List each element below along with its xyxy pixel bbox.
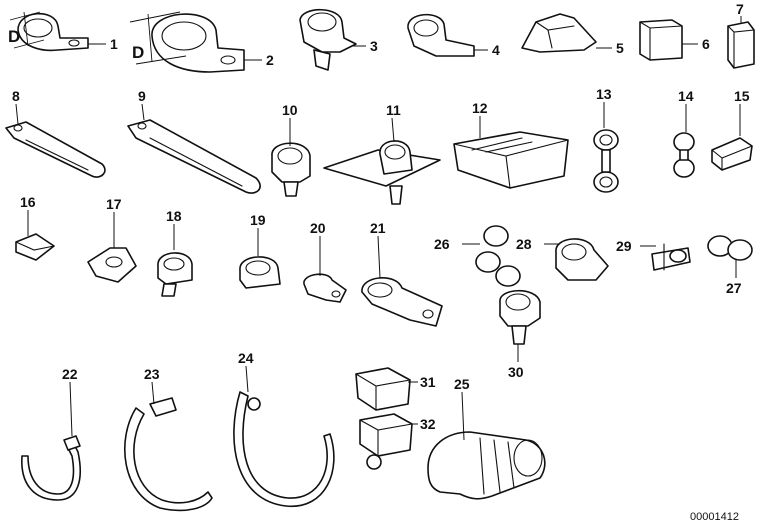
callout-31: 31 — [420, 374, 436, 390]
part-4-open-clamp — [407, 13, 488, 57]
part-14-double-ring-small — [673, 104, 695, 178]
callout-23: 23 — [144, 366, 160, 382]
callout-9: 9 — [138, 88, 146, 104]
callout-5: 5 — [616, 40, 624, 56]
part-6-box-clip — [639, 19, 698, 61]
part-1-p-clamp — [9, 11, 106, 52]
callout-20: 20 — [310, 220, 326, 236]
part-31-latch-clip — [355, 367, 418, 411]
part-16-flat-clip — [15, 210, 55, 261]
part-29-pin-clip — [640, 243, 691, 271]
callout-17: 17 — [106, 196, 122, 212]
callout-32: 32 — [420, 416, 436, 432]
part-28-block-clamp — [544, 238, 609, 281]
part-19-rounded-clip — [239, 228, 281, 289]
part-10-snap-clip — [271, 118, 311, 197]
part-20-p-clip-eye — [303, 236, 347, 303]
callout-22: 22 — [62, 366, 78, 382]
callout-28: 28 — [516, 236, 532, 252]
callout-3: 3 — [370, 38, 378, 54]
callout-25: 25 — [454, 376, 470, 392]
reference-code: 00001412 — [690, 511, 739, 523]
part-26-multi-ring — [462, 225, 521, 287]
part-17-bent-clip — [87, 212, 137, 283]
part-15-box-clip — [711, 104, 753, 171]
part-11-plate-clip — [323, 117, 441, 205]
part-9-long-strap — [127, 103, 261, 194]
part-7-tall-clip — [727, 16, 755, 69]
callout-30: 30 — [508, 364, 524, 380]
callout-26: 26 — [434, 236, 450, 252]
callout-11: 11 — [386, 102, 401, 118]
callout-29: 29 — [616, 238, 632, 254]
part-27-twin-ring — [707, 235, 753, 278]
part-5-bracket-clip — [521, 13, 612, 53]
dimension-letter-small: D — [8, 27, 20, 46]
part-13-double-ring — [593, 102, 619, 193]
callout-1: 1 — [110, 36, 118, 52]
callout-2: 2 — [266, 52, 274, 68]
dimension-letter-large: D — [132, 43, 144, 62]
callout-7: 7 — [736, 1, 744, 17]
callout-16: 16 — [20, 194, 36, 210]
part-2-p-clamp-large — [129, 11, 262, 73]
part-30-push-clip-stem — [499, 290, 541, 362]
part-21-long-p-clip — [361, 235, 443, 327]
callout-21: 21 — [370, 220, 386, 236]
callout-6: 6 — [702, 36, 710, 52]
callout-4: 4 — [492, 42, 500, 58]
part-32-latch-foot — [359, 413, 418, 470]
callout-24: 24 — [238, 350, 254, 366]
callout-15: 15 — [734, 88, 750, 104]
callout-8: 8 — [12, 88, 20, 104]
part-24-hook-band — [233, 365, 335, 507]
callout-12: 12 — [472, 100, 488, 116]
callout-13: 13 — [596, 86, 612, 102]
part-12-block-clip — [453, 116, 569, 189]
callout-18: 18 — [166, 208, 182, 224]
part-23-band-clamp — [124, 381, 213, 512]
callout-27: 27 — [726, 280, 742, 296]
part-8-strap-bracket — [5, 103, 106, 178]
callout-14: 14 — [678, 88, 694, 104]
callout-10: 10 — [282, 102, 298, 118]
part-22-cable-tie — [21, 381, 81, 501]
part-18-clamp-post — [157, 224, 193, 297]
part-25-rubber-boot — [427, 391, 546, 500]
part-3-push-in-clip — [299, 9, 366, 71]
callout-19: 19 — [250, 212, 266, 228]
